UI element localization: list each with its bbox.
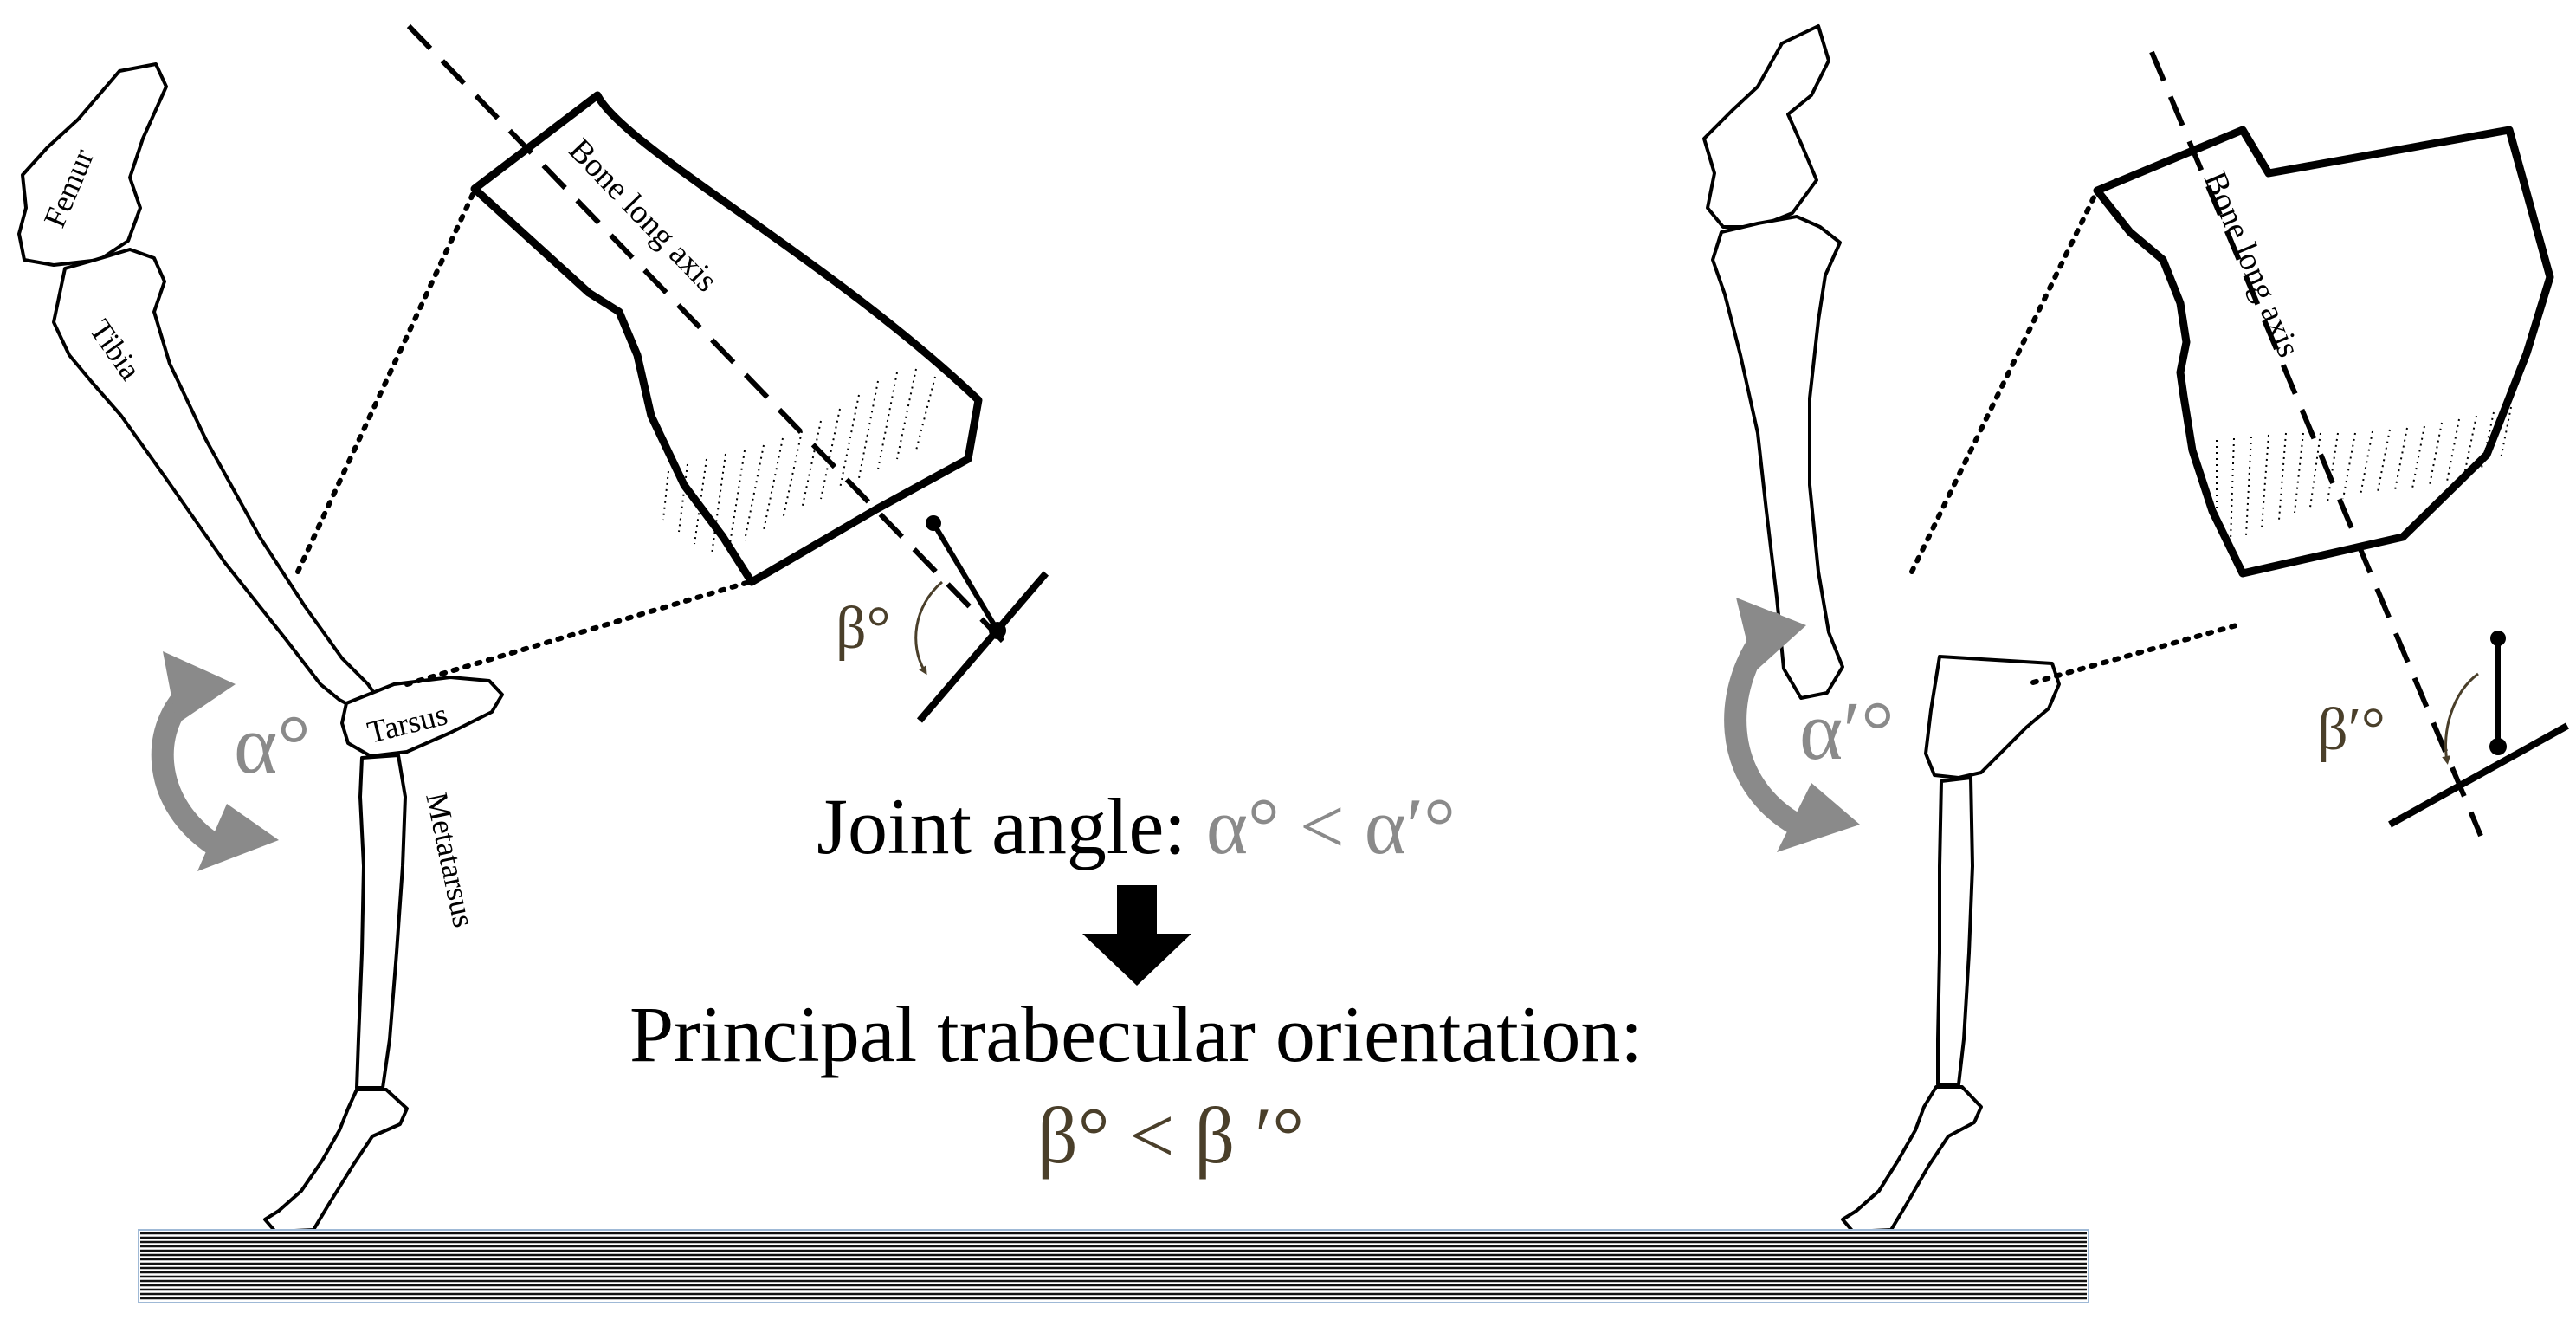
right-dotted-connector-lower xyxy=(2030,621,2245,685)
joint-angle-prefix: Joint angle: xyxy=(817,782,1206,870)
right-toe-bone xyxy=(1841,1085,1983,1233)
left-bone-section xyxy=(470,91,983,586)
left-beta-indicator xyxy=(914,515,1049,723)
joint-angle-comparison: α° < α′° xyxy=(1206,782,1456,870)
beta-comparison: β° < β ′° xyxy=(1037,1091,1304,1180)
left-trabecular-hatch xyxy=(662,368,936,555)
right-femur-bone xyxy=(1702,24,1830,229)
metatarsus-label: Metatarsus xyxy=(419,789,481,930)
left-femur-bone xyxy=(17,62,168,267)
ground-hatching xyxy=(140,1232,2087,1300)
left-dotted-connector-lower xyxy=(404,578,758,687)
right-tibia-bone xyxy=(1711,215,1844,700)
left-alpha-arc-arrow xyxy=(151,651,279,871)
alpha-prime-label: α′° xyxy=(1799,684,1895,777)
beta-label: β° xyxy=(836,595,891,662)
joint-angle-line: Joint angle: α° < α′° xyxy=(817,782,1456,870)
right-beta-indicator xyxy=(2388,631,2569,828)
right-bone-long-axis-line xyxy=(2149,50,2483,838)
right-tarsus-bone xyxy=(1924,655,2061,779)
right-metatarsus-bone xyxy=(1936,776,1974,1086)
right-alpha-arc-arrow xyxy=(1724,598,1860,852)
beta-prime-label: β′° xyxy=(2317,696,2386,763)
left-leg xyxy=(17,62,504,1233)
left-toe-bone xyxy=(263,1088,409,1233)
right-leg xyxy=(1702,24,2061,1233)
down-arrow-icon xyxy=(1082,885,1191,986)
left-dotted-connector-upper xyxy=(295,188,477,574)
principal-orientation-label: Principal trabecular orientation: xyxy=(629,990,1643,1078)
left-metatarsus-bone xyxy=(355,754,407,1090)
right-bone-section xyxy=(2093,126,2554,578)
ground-surface xyxy=(138,1229,2089,1303)
left-tarsus-bone xyxy=(340,676,504,758)
alpha-label: α° xyxy=(234,698,311,791)
right-trabecular-hatch xyxy=(2216,406,2512,541)
right-dotted-connector-upper xyxy=(1909,188,2100,574)
